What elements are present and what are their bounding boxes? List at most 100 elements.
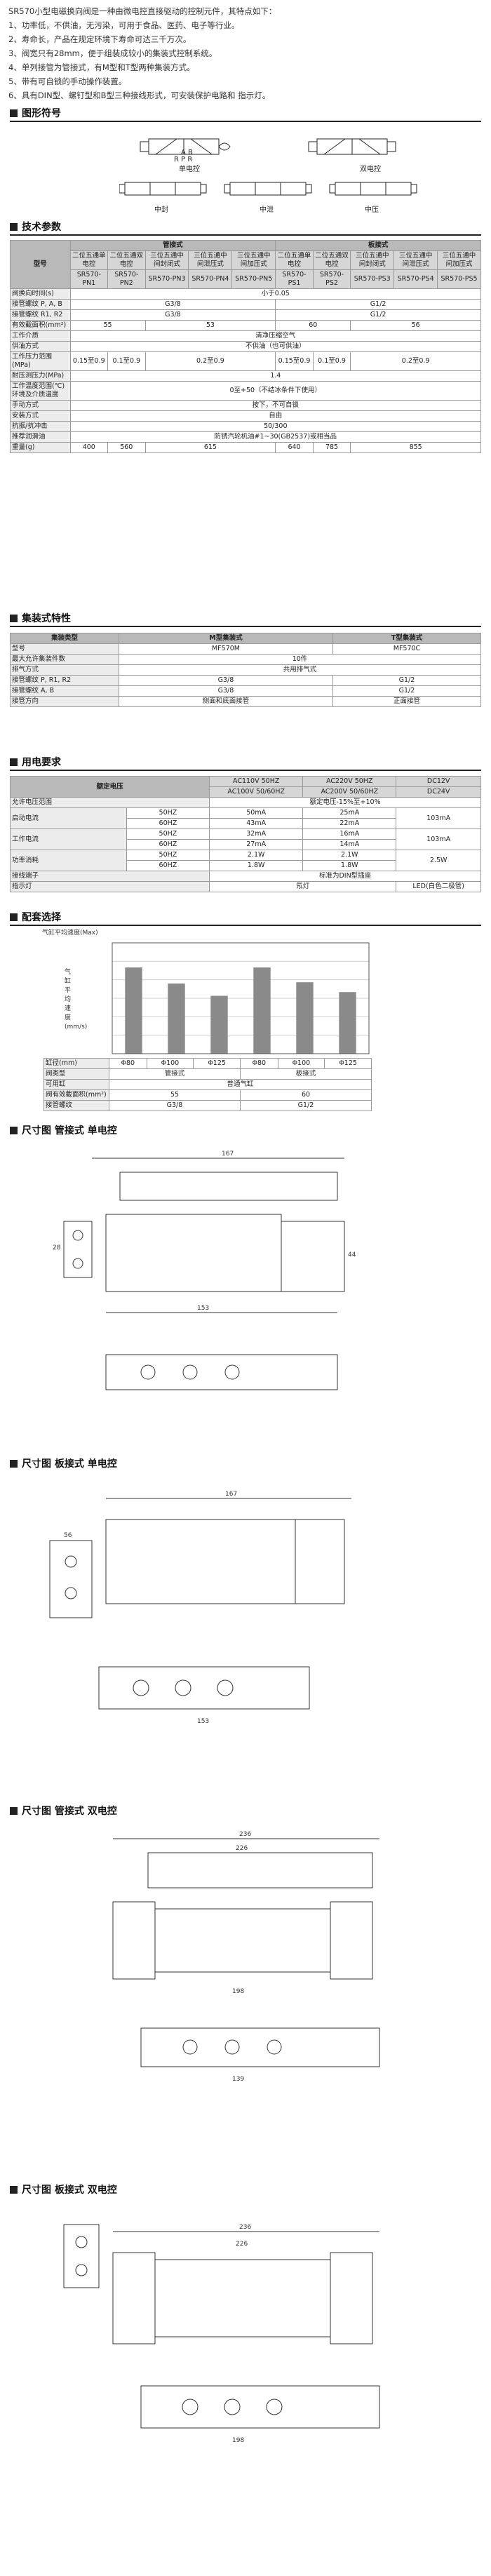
subtype: 二位五通双电控 xyxy=(312,250,351,270)
row-label: 指示灯 xyxy=(9,881,210,892)
row-label: 接管螺纹 A, B xyxy=(10,685,119,697)
drawing-plate-double: 236 226 198 xyxy=(63,2224,380,2444)
intro-line: 1、功率低，不供油，无污染，可用于食品、医药、电子等行业。 xyxy=(8,20,240,30)
header-cell: 额定电压 xyxy=(9,776,210,798)
cell: 50HZ xyxy=(126,850,210,861)
divider xyxy=(10,121,481,122)
cell: 43mA xyxy=(209,818,304,829)
chart-bar xyxy=(168,983,185,1054)
cell: 25mA xyxy=(302,807,397,819)
chart-bar xyxy=(339,992,356,1054)
valve-symbols xyxy=(119,138,417,196)
dim-label: 198 xyxy=(232,2437,244,2444)
cell: 32mA xyxy=(209,829,304,840)
dim-label: 236 xyxy=(239,2224,251,2231)
cell: 14mA xyxy=(302,839,397,850)
speed-bar-chart xyxy=(112,942,370,1054)
header-pipe: 管接式 xyxy=(69,240,276,251)
model-code: SR570-PS2 xyxy=(312,269,351,289)
divider xyxy=(10,770,481,771)
cell: 标准为DIN型插座 xyxy=(209,871,481,882)
cell: 管接式 xyxy=(109,1068,241,1080)
header-cell: AC220V 50HZ xyxy=(302,776,397,787)
row-label: 接管螺纹 xyxy=(43,1100,109,1111)
subtype: 二位五通单电控 xyxy=(69,250,109,270)
model-code: SR570-PS5 xyxy=(437,269,481,289)
cell: 60HZ xyxy=(126,839,210,850)
selection-table: 缸径(mm) Φ80 Φ100 Φ125 Φ80 Φ100 Φ125 阀类型管接… xyxy=(43,1058,372,1111)
dim-label: 44 xyxy=(348,1252,356,1259)
cell: Φ80 xyxy=(239,1058,278,1069)
dim-label: 56 xyxy=(64,1532,72,1539)
subtype: 三位五通中间泄压式 xyxy=(188,250,233,270)
dim-label: 167 xyxy=(225,1491,237,1498)
row-label: 阀换向时间(s) xyxy=(10,288,71,300)
bullet-square-icon xyxy=(10,2185,18,2194)
row-label: 推荐润滑油 xyxy=(10,431,71,443)
row-label: 供油方式 xyxy=(10,341,71,352)
dim-label: 153 xyxy=(197,1718,209,1725)
cell: 785 xyxy=(312,442,351,453)
chart-bar xyxy=(210,995,228,1054)
section-title: 图形符号 xyxy=(22,108,61,119)
row-label: 接管螺纹 R1, R2 xyxy=(10,309,71,321)
chart-title: 气缸平均速度(Max) xyxy=(42,930,98,937)
tech-table: 型号 管接式 板接式 二位五通单电控 二位五通双电控 三位五通中间封闭式 三位五… xyxy=(10,240,482,453)
drawing-pipe-single: 167 153 28 44 xyxy=(53,1151,356,1390)
chart-bar xyxy=(253,967,271,1054)
drawing-plate-single: 167 153 56 xyxy=(49,1491,351,1725)
row-label: 允许电压范围 xyxy=(9,797,210,808)
header-cell: 集装类型 xyxy=(10,633,119,644)
row-label: 耐压测压力(MPa) xyxy=(10,370,71,382)
cell: 不供油（也可供油） xyxy=(69,341,482,352)
row-label: 工作温度范围(℃) 环境及介质温度 xyxy=(10,381,71,401)
divider xyxy=(10,925,481,926)
cell: 55 xyxy=(109,1089,241,1101)
model-code: SR570-PN4 xyxy=(188,269,233,289)
bullet-square-icon xyxy=(10,109,18,117)
row-label: 重量(g) xyxy=(10,442,71,453)
row-label: 有效截面积(mm²) xyxy=(10,320,71,331)
header-plate: 板接式 xyxy=(275,240,481,251)
cell: G1/2 xyxy=(275,309,481,321)
cell: G1/2 xyxy=(332,675,482,686)
cell: G3/8 xyxy=(69,309,276,321)
header-cell: M型集装式 xyxy=(119,633,333,644)
section-title: 集装式特性 xyxy=(22,613,71,624)
divider xyxy=(10,234,481,236)
cell: 0至+50（不结冰条件下使用） xyxy=(69,381,482,401)
caption-closed: 中封 xyxy=(154,206,168,214)
cell: 小于0.05 xyxy=(69,288,482,300)
dim-label: 167 xyxy=(222,1151,234,1158)
bullet-square-icon xyxy=(10,222,18,231)
cell: Φ100 xyxy=(277,1058,325,1069)
cell: Φ100 xyxy=(146,1058,194,1069)
cell: 50HZ xyxy=(126,829,210,840)
row-label: 排气方式 xyxy=(10,664,119,676)
section-header-selection: 配套选择 xyxy=(10,909,61,925)
cell: 0.1至0.9 xyxy=(107,351,146,371)
row-label: 缸径(mm) xyxy=(43,1058,109,1069)
bullet-square-icon xyxy=(10,1806,18,1815)
cell: G1/2 xyxy=(239,1100,372,1111)
chart-ylabel: 气缸平均速度(mm/s) xyxy=(65,969,88,1031)
subtype: 三位五通中间加压式 xyxy=(231,250,276,270)
cell: 1.4 xyxy=(69,370,482,382)
cell: 清净压缩空气 xyxy=(69,330,482,342)
cell: G3/8 xyxy=(119,675,333,686)
cell: 0.2至0.9 xyxy=(350,351,481,371)
cell: 正面接管 xyxy=(332,696,482,707)
intro-line: 6、具有DIN型、螺钉型和B型三种接线形式，可安装保护电路和 指示灯。 xyxy=(8,90,271,100)
cell: 53 xyxy=(144,320,276,331)
row-label: 安装方式 xyxy=(10,410,71,422)
row-label: 工作电流 xyxy=(10,829,127,850)
caption-pressure: 中压 xyxy=(365,206,379,214)
cell: 60 xyxy=(275,320,351,331)
header-cell: AC110V 50HZ xyxy=(209,776,304,787)
cell: 防锈汽轮机油#1~30(GB2537)或相当品 xyxy=(69,431,482,443)
bullet-square-icon xyxy=(10,614,18,622)
row-label: 工作压力范围(MPa) xyxy=(10,351,71,371)
model-code: SR570-PN1 xyxy=(69,269,109,289)
cell: Φ125 xyxy=(193,1058,241,1069)
subtype: 二位五通双电控 xyxy=(107,250,146,270)
